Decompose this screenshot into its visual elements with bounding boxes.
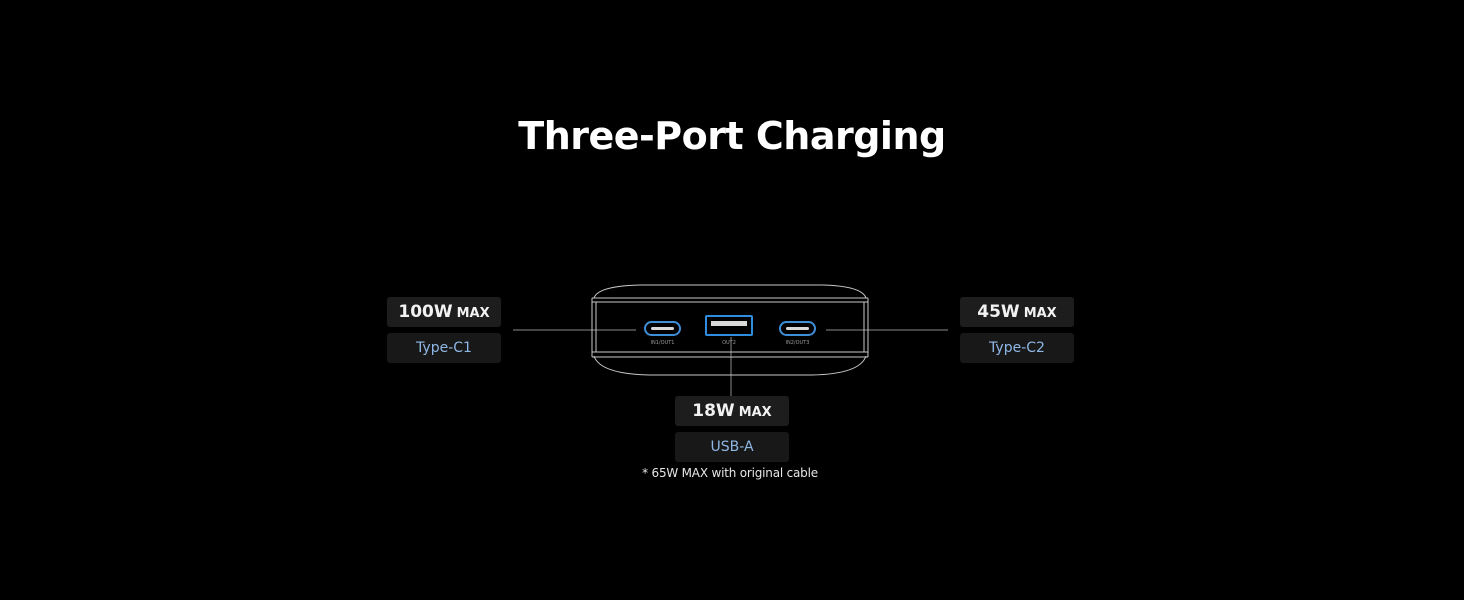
- power-bank-body: [591, 284, 869, 376]
- footnote: * 65W MAX with original cable: [642, 466, 818, 480]
- usb-a-port-icon: [705, 315, 753, 336]
- c2-type-badge: Type-C2: [960, 333, 1074, 363]
- c1-power-value: 100W: [398, 302, 453, 322]
- usb-a-type-badge: USB-A: [675, 432, 789, 462]
- c1-type-badge: Type-C1: [387, 333, 501, 363]
- c2-power-value: 45W: [977, 302, 1020, 322]
- usb-a-max-label: MAX: [738, 404, 772, 420]
- usb-a-type-label: USB-A: [710, 439, 754, 455]
- c1-type-label: Type-C1: [416, 340, 472, 356]
- port-label-usb-a: OUT2: [722, 340, 736, 346]
- type-c1-port-icon: [644, 321, 681, 336]
- c2-type-label: Type-C2: [989, 340, 1045, 356]
- usb-a-power-value: 18W: [692, 401, 735, 421]
- port-label-c1: IN1/OUT1: [651, 340, 675, 346]
- port-label-c2: IN2/OUT3: [786, 340, 810, 346]
- type-c2-port-icon: [779, 321, 816, 336]
- page-title: Three-Port Charging: [518, 114, 946, 158]
- c1-max-label: MAX: [456, 305, 490, 321]
- c2-max-label: MAX: [1023, 305, 1057, 321]
